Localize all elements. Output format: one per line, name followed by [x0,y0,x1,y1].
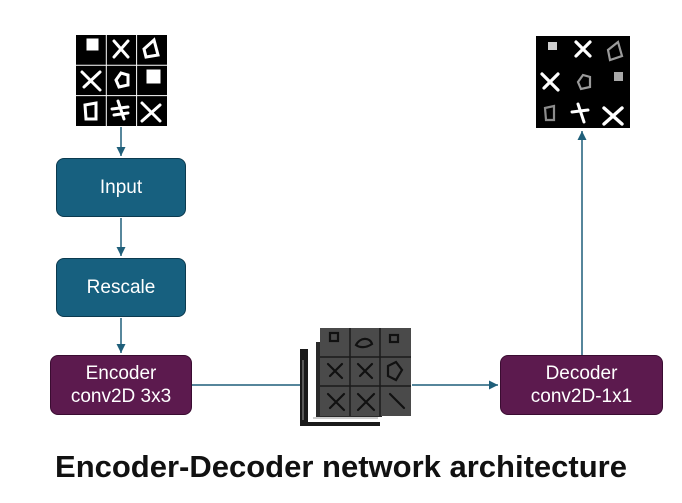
output-image-grid [536,36,630,128]
input-node: Input [56,158,186,217]
rescale-node: Rescale [56,258,186,317]
diagram-title: Encoder-Decoder network architecture [55,449,627,484]
decoder-node-layer: conv2D-1x1 [530,386,633,407]
decoder-node-title: Decoder [545,363,618,384]
feature-maps-stack [300,328,411,426]
input-node-label: Input [99,177,143,198]
connectors [116,127,587,390]
encoder-node-title: Encoder [85,363,157,384]
encoder-node-layer: conv2D 3x3 [70,386,172,407]
rescale-node-label: Rescale [86,277,156,298]
input-image-grid [76,35,167,126]
encoder-node: Encoder conv2D 3x3 [50,355,192,415]
decoder-node: Decoder conv2D-1x1 [500,355,663,415]
